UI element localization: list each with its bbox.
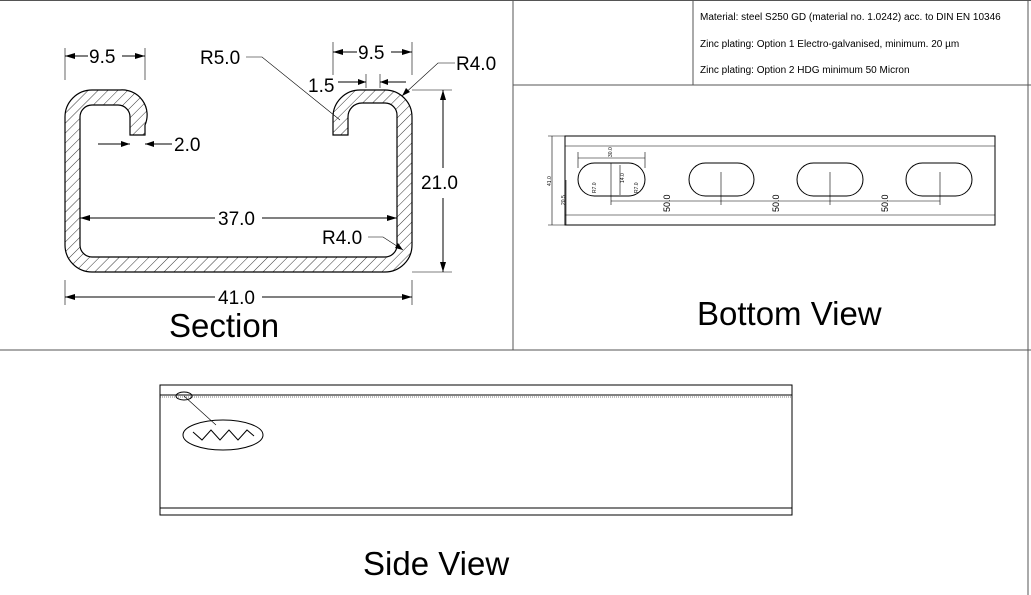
material-note: Material: steel S250 GD (material no. 1.… bbox=[700, 12, 1001, 23]
dim-overall-width: 41.0 bbox=[64, 280, 413, 309]
svg-text:37.0: 37.0 bbox=[218, 209, 255, 230]
dim-radius-r5: R5.0 bbox=[200, 48, 341, 121]
svg-text:1.5: 1.5 bbox=[308, 76, 334, 97]
channel-bottom-outline bbox=[564, 135, 996, 226]
overall-height-label: 41.0 bbox=[547, 176, 553, 186]
svg-text:R5.0: R5.0 bbox=[200, 48, 240, 69]
serration-teeth bbox=[192, 429, 255, 441]
serration-detail-marker bbox=[175, 391, 193, 401]
dim-radius-r4-bottom: R4.0 bbox=[322, 228, 404, 251]
pitch-2-label: 50.0 bbox=[771, 194, 781, 212]
slot-4 bbox=[905, 162, 973, 197]
svg-text:41.0: 41.0 bbox=[218, 288, 255, 309]
dim-inner-width: 37.0 bbox=[80, 209, 397, 230]
dim-height: 21.0 bbox=[412, 89, 458, 273]
material-notes-box: Material: steel S250 GD (material no. 1.… bbox=[692, 0, 1029, 86]
dim-radius-r4-top: R4.0 bbox=[401, 54, 496, 97]
dim-gap: 2.0 bbox=[98, 135, 200, 156]
svg-text:21.0: 21.0 bbox=[421, 173, 458, 194]
section-title: Section bbox=[169, 307, 279, 344]
side-view-title: Side View bbox=[363, 545, 509, 582]
svg-text:9.5: 9.5 bbox=[358, 43, 384, 64]
half-height-label: 20.5 bbox=[561, 195, 567, 205]
slot-length-label: 30.0 bbox=[608, 147, 614, 157]
svg-text:9.5: 9.5 bbox=[89, 47, 115, 68]
zinc-option-1-note: Zinc plating: Option 1 Electro-galvanise… bbox=[700, 39, 959, 50]
svg-text:R4.0: R4.0 bbox=[322, 228, 362, 249]
zinc-option-2-note: Zinc plating: Option 2 HDG minimum 50 Mi… bbox=[700, 65, 910, 76]
slot-width-label: 14.0 bbox=[620, 173, 626, 183]
dim-left-lip: 9.5 bbox=[64, 47, 146, 80]
svg-text:R4.0: R4.0 bbox=[456, 54, 496, 75]
slot-2 bbox=[688, 162, 755, 197]
slot-radius-left-label: R7.0 bbox=[592, 182, 598, 193]
channel-profile bbox=[64, 89, 413, 273]
dim-right-lip: 9.5 bbox=[332, 42, 413, 75]
bottom-view-title: Bottom View bbox=[697, 295, 882, 332]
svg-text:2.0: 2.0 bbox=[174, 135, 200, 156]
slot-radius-right-label: R7.0 bbox=[634, 182, 640, 193]
side-view: Side View bbox=[159, 384, 793, 582]
pitch-3-label: 50.0 bbox=[880, 194, 890, 212]
slot-1 bbox=[577, 162, 646, 197]
section-view: 9.5 R5.0 9.5 R4.0 1.5 bbox=[64, 42, 496, 344]
channel-side-outline bbox=[159, 384, 793, 516]
serration-detail-callout bbox=[182, 419, 264, 451]
pitch-1-label: 50.0 bbox=[662, 194, 672, 212]
dim-thickness: 1.5 bbox=[308, 74, 406, 97]
bottom-view: 30.0 14.0 R7.0 R7.0 41.0 20.5 50.0 50.0 … bbox=[547, 135, 996, 332]
